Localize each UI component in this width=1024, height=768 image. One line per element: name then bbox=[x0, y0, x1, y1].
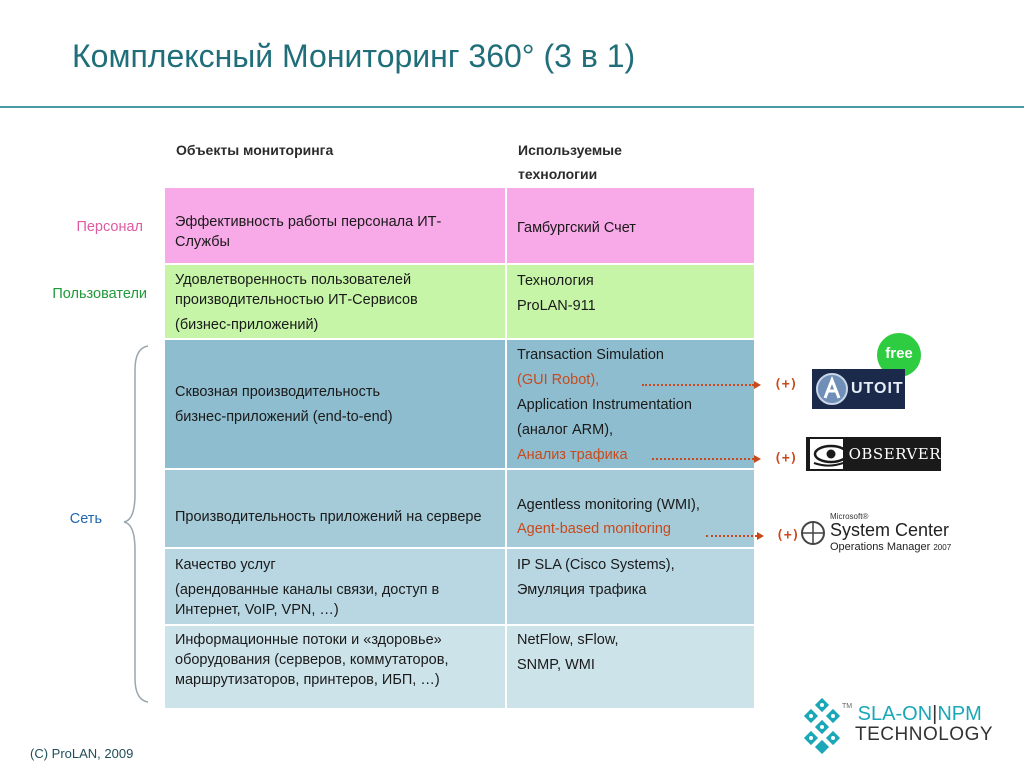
table-row: Сквозная производительность бизнес-прило… bbox=[165, 340, 754, 470]
brand-tm: TM bbox=[842, 703, 853, 710]
row-object-text: Эффективность работы персонала ИТ-Службы bbox=[175, 213, 442, 250]
row-technology: Agentless monitoring (WMI), Agent-based … bbox=[507, 470, 754, 547]
plus-system-center: (+) bbox=[776, 528, 800, 543]
observer-eye-icon bbox=[810, 439, 843, 469]
row-technology-text: Эмуляция трафика bbox=[517, 582, 647, 598]
brand-name-b: NPM bbox=[937, 703, 982, 725]
row-technology-text: Transaction Simulation bbox=[517, 347, 664, 363]
row-object-text: Производительность приложений на сервере bbox=[175, 508, 482, 525]
column-header-objects: Объекты мониторинга bbox=[176, 142, 334, 158]
observer-logo-text: OBSERVER bbox=[848, 445, 941, 463]
row-technology-text: NetFlow, sFlow, bbox=[517, 632, 619, 648]
system-center-icon bbox=[801, 521, 825, 545]
table-row: Удовлетворенность пользователей производ… bbox=[165, 265, 754, 340]
free-badge-label: free bbox=[885, 344, 913, 362]
row-technology-text: (GUI Robot), bbox=[517, 372, 600, 388]
row-technology-text: Анализ трафика bbox=[517, 447, 628, 463]
side-label-network: Сеть bbox=[69, 511, 102, 527]
side-label-staff: Персонал bbox=[76, 219, 143, 235]
column-header-technologies-line2: технологии bbox=[518, 166, 598, 182]
brand-separator: | bbox=[932, 703, 938, 725]
system-center-vendor: Microsoft® bbox=[830, 512, 869, 521]
title-divider bbox=[0, 106, 1024, 108]
brand-name: TM SLA-ON|NPM bbox=[842, 703, 982, 726]
row-technology-text: (аналог ARM), bbox=[517, 422, 614, 438]
footer-copyright: (C) ProLAN, 2009 bbox=[30, 746, 134, 761]
table-row: Производительность приложений на сервере… bbox=[165, 470, 754, 549]
side-label-users: Пользователи bbox=[52, 286, 147, 302]
row-object-text: Информационные потоки и «здоровье» обору… bbox=[175, 632, 449, 688]
observer-logo: OBSERVER bbox=[806, 437, 941, 471]
arrowhead-icon bbox=[754, 455, 761, 463]
row-object-text: Сквозная производительность bbox=[175, 383, 381, 400]
plus-autoit: (+) bbox=[774, 377, 798, 392]
row-object-text: Качество услуг bbox=[175, 557, 276, 573]
row-object-text: (бизнес-приложений) bbox=[175, 317, 319, 333]
autoit-logo: UTOIT bbox=[812, 369, 905, 409]
plus-observer: (+) bbox=[774, 451, 798, 466]
table-row: Информационные потоки и «здоровье» обору… bbox=[165, 626, 754, 708]
row-object: Эффективность работы персонала ИТ-Службы bbox=[165, 188, 507, 263]
row-object: Информационные потоки и «здоровье» обору… bbox=[165, 626, 507, 708]
system-center-logo: Microsoft® System Center Operations Mana… bbox=[800, 512, 970, 554]
row-technology: Гамбургский Счет bbox=[507, 188, 754, 263]
autoit-logo-text: UTOIT bbox=[851, 380, 904, 397]
row-object-text: Удовлетворенность пользователей производ… bbox=[175, 272, 418, 308]
column-header-technologies-line1: Используемые bbox=[518, 142, 622, 158]
row-technology-text: IP SLA (Cisco Systems), bbox=[517, 557, 675, 573]
row-technology-text: SNMP, WMI bbox=[517, 657, 595, 673]
row-technology-text: Agentless monitoring (WMI), bbox=[517, 496, 700, 513]
row-technology-text: ProLAN-911 bbox=[517, 298, 596, 314]
arrowhead-icon bbox=[754, 381, 761, 389]
row-technology-text: Application Instrumentation bbox=[517, 397, 692, 413]
row-object-text: бизнес-приложений (end-to-end) bbox=[175, 408, 393, 425]
connector-autoit bbox=[642, 384, 754, 386]
system-center-product-name: Operations Manager bbox=[830, 541, 931, 553]
table-row: Эффективность работы персонала ИТ-Службы… bbox=[165, 188, 754, 265]
row-technology: Технология ProLAN-911 bbox=[507, 265, 754, 338]
row-object-text: (арендованные каналы связи, доступ в Инт… bbox=[175, 582, 440, 618]
row-object: Качество услуг (арендованные каналы связ… bbox=[165, 549, 507, 624]
system-center-year: 2007 bbox=[933, 543, 952, 552]
row-object: Удовлетворенность пользователей производ… bbox=[165, 265, 507, 338]
system-center-product: Operations Manager 2007 bbox=[830, 541, 951, 553]
row-technology: IP SLA (Cisco Systems), Эмуляция трафика bbox=[507, 549, 754, 624]
row-technology: Transaction Simulation (GUI Robot), Appl… bbox=[507, 340, 754, 468]
connector-system-center bbox=[706, 535, 757, 537]
row-object: Производительность приложений на сервере bbox=[165, 470, 507, 547]
brand-tagline: TECHNOLOGY bbox=[855, 724, 994, 745]
autoit-a-icon bbox=[816, 373, 848, 405]
arrowhead-icon bbox=[757, 532, 764, 540]
sla-on-logo-icon bbox=[803, 698, 841, 754]
table-row: Качество услуг (арендованные каналы связ… bbox=[165, 549, 754, 626]
system-center-name: System Center bbox=[830, 520, 950, 540]
network-group-brace bbox=[123, 345, 149, 703]
row-technology-text: Технология bbox=[517, 273, 594, 289]
page-title: Комплексный Мониторинг 360° (3 в 1) bbox=[72, 38, 636, 74]
row-technology: NetFlow, sFlow, SNMP, WMI bbox=[507, 626, 754, 708]
connector-observer bbox=[652, 458, 754, 460]
row-object: Сквозная производительность бизнес-прило… bbox=[165, 340, 507, 468]
column-header-technologies: Используемые технологии bbox=[518, 138, 622, 186]
row-technology-text: Agent-based monitoring bbox=[517, 520, 671, 537]
brand-name-a: SLA-ON bbox=[857, 703, 933, 725]
row-technology-text: Гамбургский Счет bbox=[517, 220, 636, 236]
